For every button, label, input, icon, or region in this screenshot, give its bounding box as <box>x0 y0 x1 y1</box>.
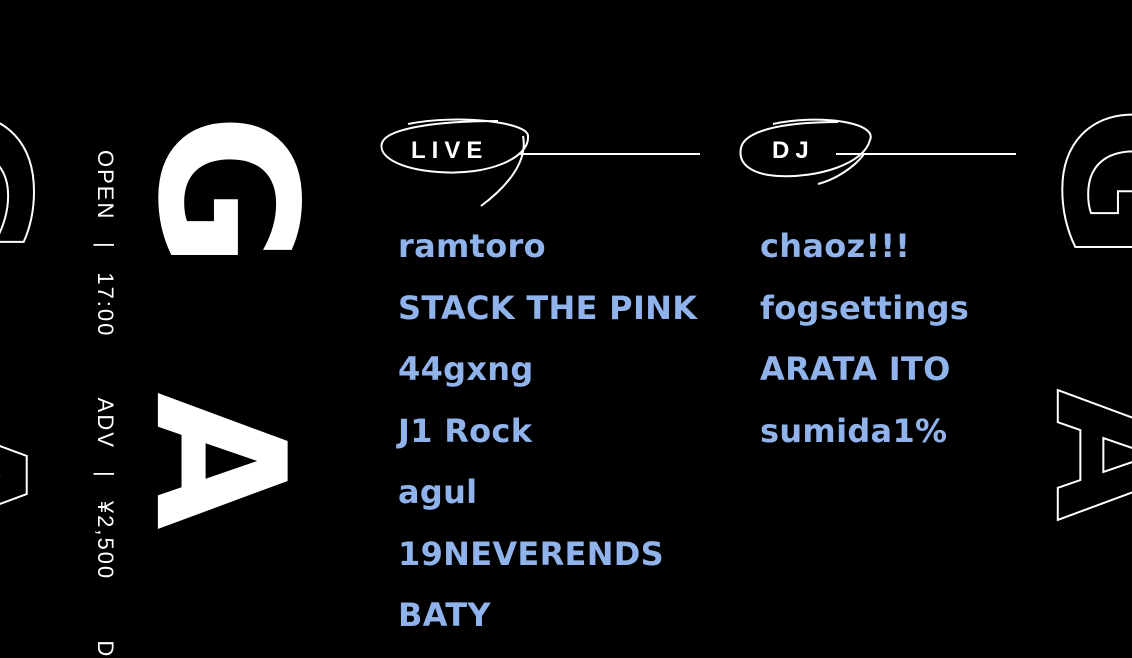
adv-label: ADV <box>93 397 118 449</box>
separator: | <box>93 471 118 479</box>
open-time: 17:00 <box>93 272 118 338</box>
live-header-label: LIVE <box>411 137 489 164</box>
live-header-scribble <box>380 118 700 207</box>
live-artist: 44gxng <box>398 350 534 388</box>
live-artist: ramtoro <box>398 227 546 265</box>
live-artist: agul <box>398 473 478 511</box>
ghost-letter-right-bottom: A <box>1016 388 1132 522</box>
dj-artist: fogsettings <box>760 288 970 327</box>
adv-price: ¥2,500 <box>93 500 118 581</box>
event-info-strip: OPEN | 17:00 ADV | ¥2,500 D <box>92 150 122 658</box>
ghost-letter-left-top: G <box>0 104 70 262</box>
dj-header: DJ <box>738 118 1028 188</box>
live-artist: 19NEVERENDS <box>398 534 664 573</box>
big-letter-top: G <box>115 113 337 269</box>
ghost-letter-left-bottom: A <box>0 408 61 542</box>
live-artist: BATY <box>398 596 491 634</box>
dj-artist: sumida1% <box>760 411 948 450</box>
event-info-text: OPEN | 17:00 ADV | ¥2,500 D <box>92 150 118 658</box>
live-artist: J1 Rock <box>398 411 533 450</box>
dj-artist: chaoz!!! <box>760 227 911 265</box>
live-artist-list: ramtoro STACK THE PINK 44gxng J1 Rock ag… <box>398 216 697 647</box>
dj-header-scribble <box>739 118 1016 185</box>
next-label-partial: D <box>93 640 118 658</box>
separator: | <box>93 242 118 251</box>
dj-header-label: DJ <box>772 137 815 164</box>
dj-artist: ARATA ITO <box>760 350 951 388</box>
open-label: OPEN <box>93 150 118 221</box>
big-letter-bottom: A <box>115 392 323 530</box>
live-header: LIVE <box>378 116 708 207</box>
ghost-letter-right-top: G <box>1019 104 1132 262</box>
dj-artist-list: chaoz!!! fogsettings ARATA ITO sumida1% <box>760 216 969 462</box>
live-artist: STACK THE PINK <box>398 288 698 327</box>
